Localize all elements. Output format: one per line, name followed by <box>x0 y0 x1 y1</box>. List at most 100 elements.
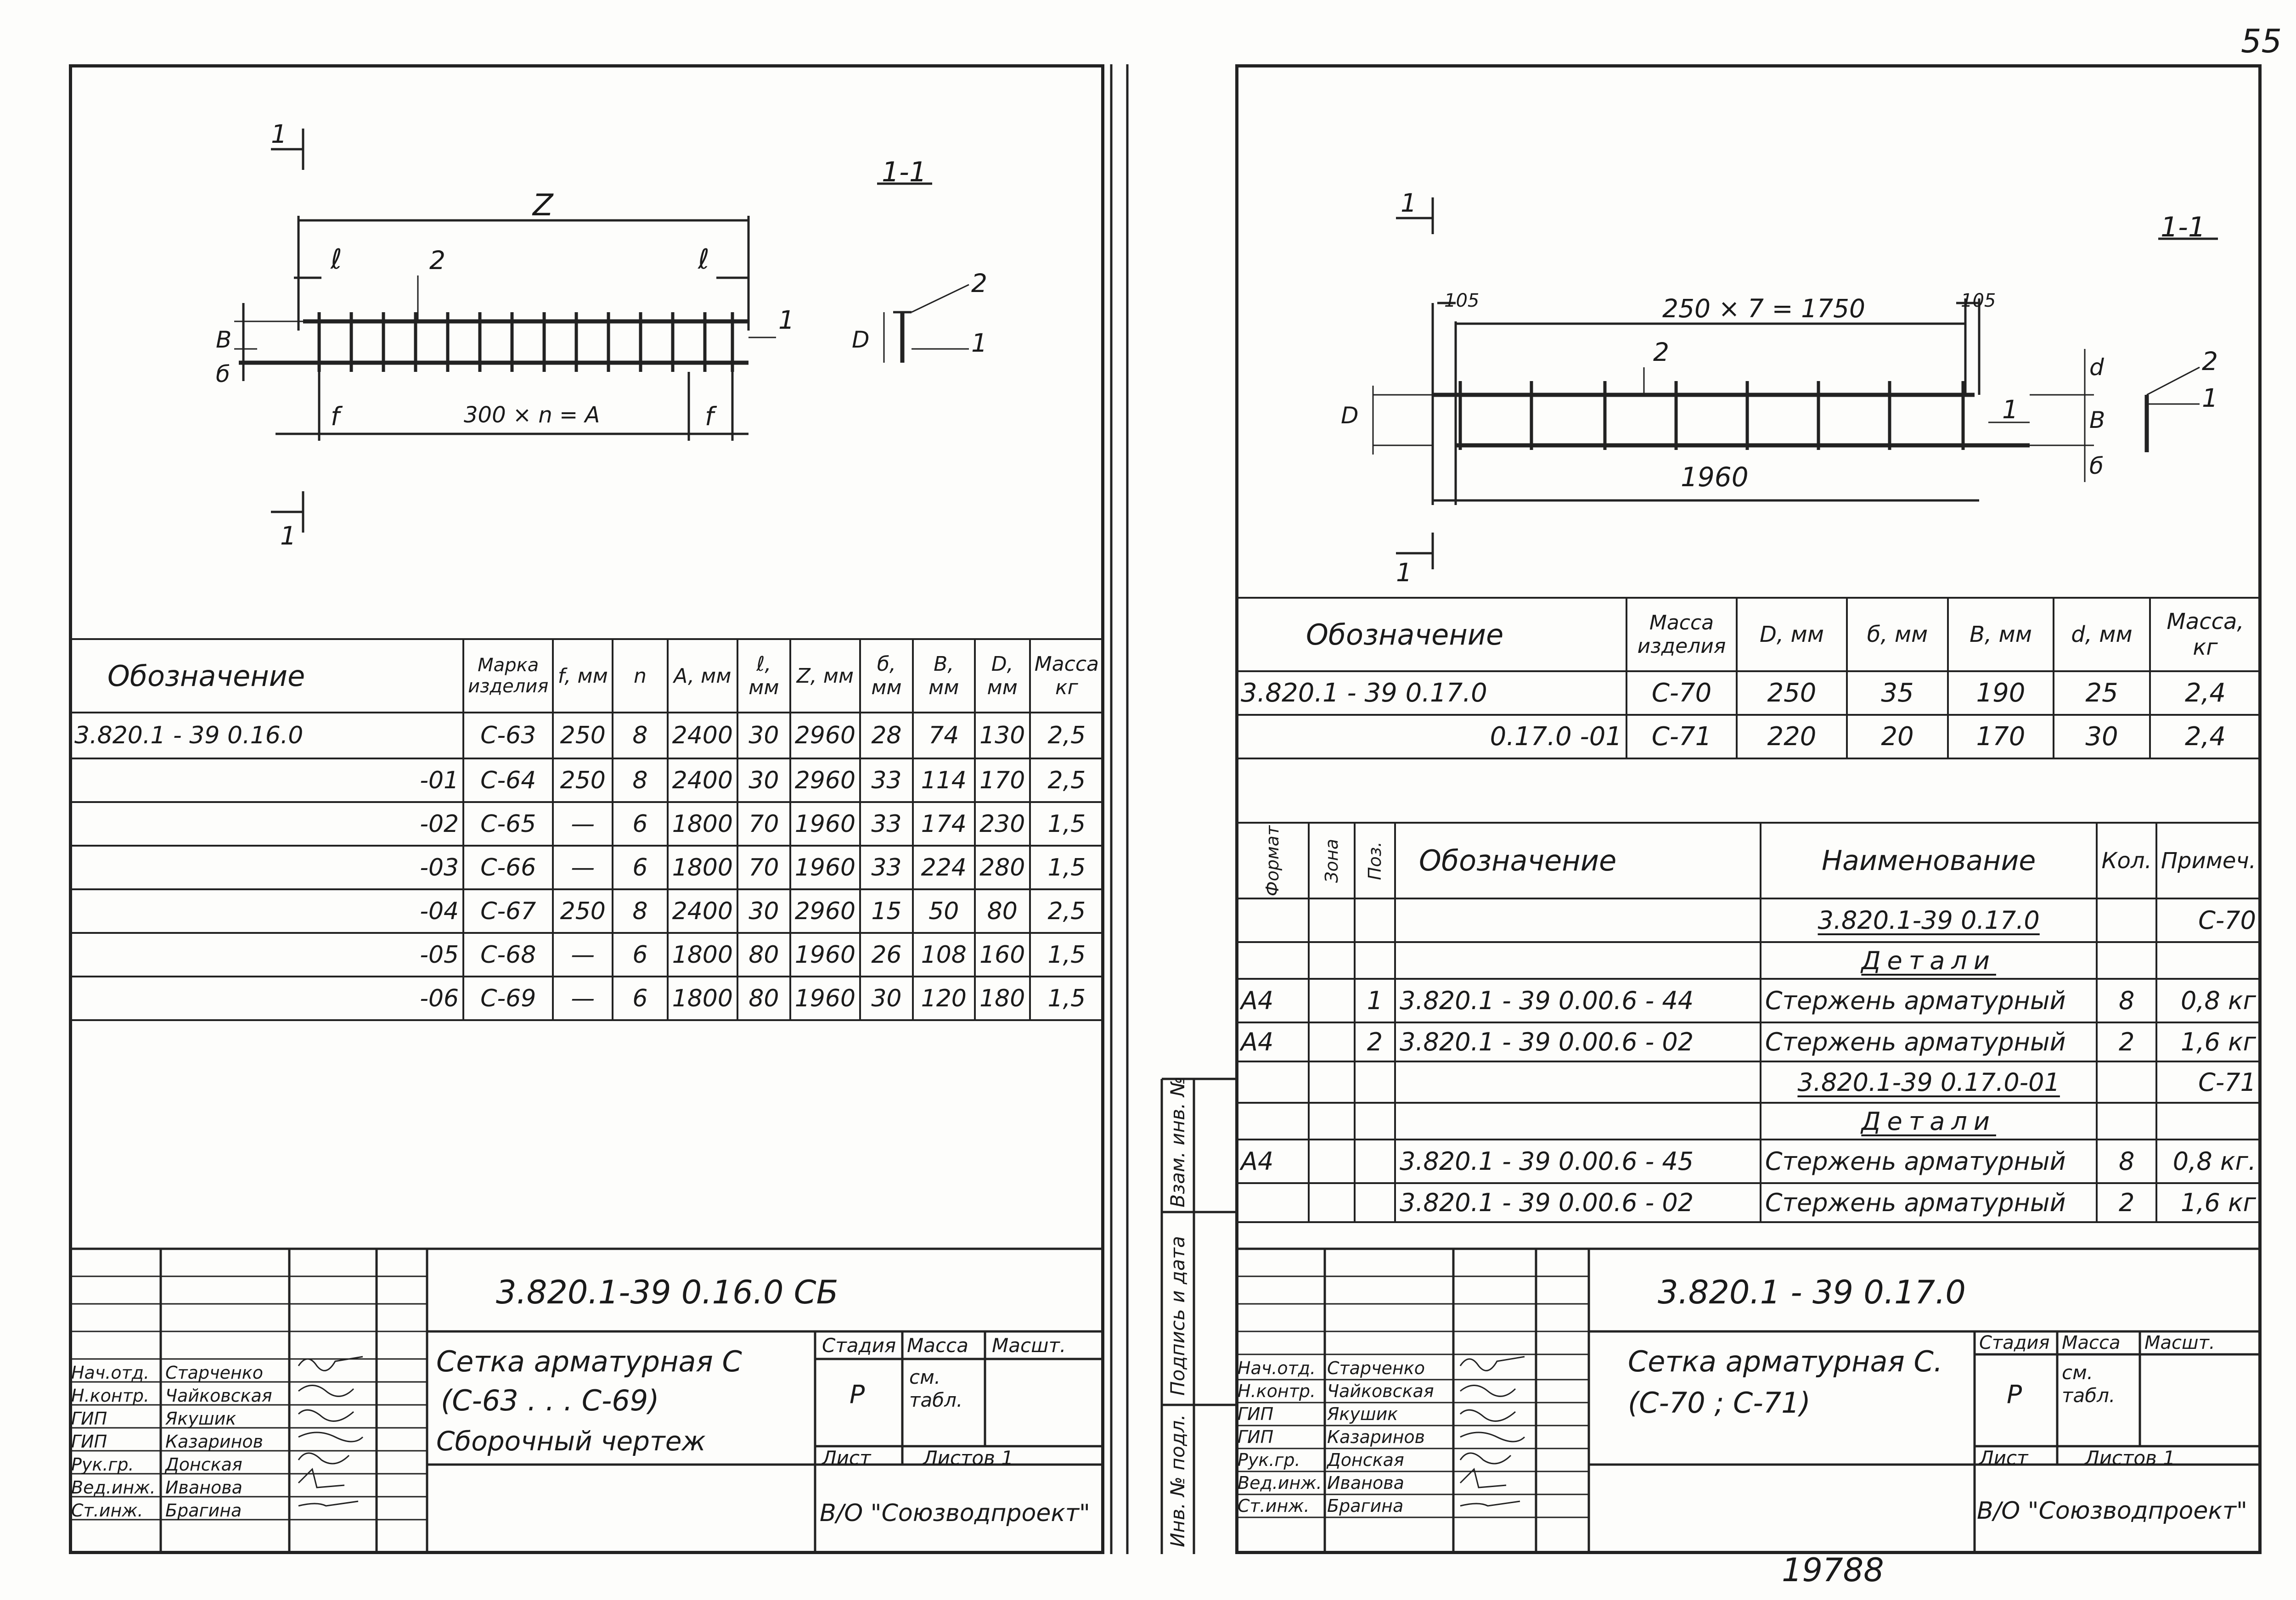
hdr-b: б, мм <box>859 638 914 713</box>
right-dim-b: б <box>2089 453 2104 479</box>
hdr-d: d, мм <box>2053 597 2151 672</box>
right-stamp-org: В/О "Союзводпроект" <box>1977 1497 2247 1525</box>
cell <box>1235 941 1310 980</box>
left-dim-f-left: f <box>331 402 340 431</box>
right-stamp-title1: Сетка арматурная С. <box>1628 1345 1943 1378</box>
cell: 2 <box>1353 1022 1396 1062</box>
right-dim-end-right: 105 <box>1961 290 1996 311</box>
right-section-pos1: 1 <box>2202 383 2218 413</box>
cell <box>1235 898 1310 943</box>
cell <box>2096 1102 2157 1140</box>
table-row: 3.820.1 - 39 0.17.0 С-70 250 35 190 25 2… <box>1235 670 2262 716</box>
table-row: 3.820.1 - 39 0.16.0 С-63 250 8 2400 30 2… <box>68 712 1105 759</box>
cell: 280 <box>974 845 1031 890</box>
role: ГИП <box>1238 1404 1274 1424</box>
cell: 190 <box>1947 670 2054 716</box>
cell: -03 <box>68 845 465 890</box>
cell: 1800 <box>666 932 738 977</box>
cell: С-70 <box>2155 898 2262 943</box>
left-section-pos1: 1 <box>971 328 987 358</box>
left-dim-l-right: ℓ <box>698 243 709 275</box>
hdr-note: Примеч. <box>2155 822 2262 899</box>
left-dim-b: б <box>216 361 230 387</box>
cell: 30 <box>859 976 914 1021</box>
cell <box>1394 1061 1761 1104</box>
right-stamp-stage-h: Стадия <box>1979 1332 2050 1353</box>
cell: 1800 <box>666 801 738 847</box>
cell: 160 <box>974 932 1031 977</box>
cell <box>1235 1182 1310 1223</box>
cell: 174 <box>912 801 976 847</box>
hdr-D: D, мм <box>974 638 1031 713</box>
cell: 8 <box>612 888 669 934</box>
hdr-designation: Обозначение <box>68 638 465 713</box>
role: Нач.отд. <box>1238 1358 1316 1378</box>
table-row: -02 С-65 — 6 1800 70 1960 33 174 230 1,5 <box>68 801 1105 847</box>
cell: 224 <box>912 845 976 890</box>
cell: 6 <box>612 976 669 1021</box>
cell: 50 <box>912 888 976 934</box>
cell: 120 <box>912 976 976 1021</box>
name: Старченко <box>1327 1358 1425 1378</box>
cell: Стержень арматурный <box>1759 1182 2098 1223</box>
cell: 70 <box>736 801 791 847</box>
cell: А4 <box>1235 1139 1310 1184</box>
hdr-A: A, мм <box>666 638 738 713</box>
cell: 8 <box>2096 1139 2157 1184</box>
cell: С-71 <box>1626 714 1738 759</box>
right-dim-D: D <box>1341 402 1359 429</box>
cell <box>1353 898 1396 943</box>
hdr-mark: Марка изделия <box>462 638 554 713</box>
hdr-f: f, мм <box>552 638 614 713</box>
cell <box>1353 941 1396 980</box>
cell <box>1235 1102 1310 1140</box>
right-section-pos2: 2 <box>2202 347 2218 376</box>
left-stamp-mass: см. табл. <box>909 1366 963 1412</box>
right-stamp-title2: (С-70 ; С-71) <box>1628 1386 1811 1420</box>
cell: 8 <box>2096 978 2157 1023</box>
table-row: -04 С-67 250 8 2400 30 2960 15 50 80 2,5 <box>68 888 1105 934</box>
cell: -04 <box>68 888 465 934</box>
cell: 8 <box>612 758 669 803</box>
cell: 108 <box>912 932 976 977</box>
cell: 2,5 <box>1029 758 1105 803</box>
cell: 1,5 <box>1029 801 1105 847</box>
archive-number: 19788 <box>1782 1551 1884 1589</box>
cell: -06 <box>68 976 465 1021</box>
cell: 33 <box>859 801 914 847</box>
cell <box>1353 1061 1396 1104</box>
right-stamp-code: 3.820.1 - 39 0.17.0 <box>1658 1274 1966 1311</box>
cell <box>2096 898 2157 943</box>
cell: 6 <box>612 801 669 847</box>
cell: 0.17.0 -01 <box>1235 714 1627 759</box>
role: Рук.гр. <box>71 1454 134 1475</box>
cell: 70 <box>736 845 791 890</box>
name: Чайковская <box>1327 1381 1434 1401</box>
right-dim-end-left: 105 <box>1444 290 1480 311</box>
cell: А4 <box>1235 1022 1310 1062</box>
cell: 33 <box>859 845 914 890</box>
cell: Стержень арматурный <box>1759 978 2098 1023</box>
hdr-zone: Зона <box>1308 822 1356 899</box>
right-dim-d: d <box>2089 354 2104 381</box>
cell: 2,5 <box>1029 712 1105 759</box>
cell: С-67 <box>462 888 554 934</box>
cell: 1,6 кг <box>2155 1022 2262 1062</box>
hdr-Z: Z, мм <box>789 638 861 713</box>
hdr-D: D, мм <box>1736 597 1848 672</box>
name: Донская <box>1327 1450 1404 1470</box>
cell: 1,5 <box>1029 976 1105 1021</box>
name: Казаринов <box>1327 1427 1425 1447</box>
right-pos-1: 1 <box>2002 395 2018 424</box>
hdr-pos: Поз. <box>1353 822 1396 899</box>
cell: 3.820.1 - 39 0.16.0 <box>68 712 465 759</box>
cell: 33 <box>859 758 914 803</box>
cell: С-68 <box>462 932 554 977</box>
cell <box>1308 1102 1356 1140</box>
hdr-designation: Обозначение <box>1394 822 1761 899</box>
hdr-B: B, мм <box>912 638 976 713</box>
cell: 35 <box>1846 670 1949 716</box>
cell <box>1394 941 1761 980</box>
